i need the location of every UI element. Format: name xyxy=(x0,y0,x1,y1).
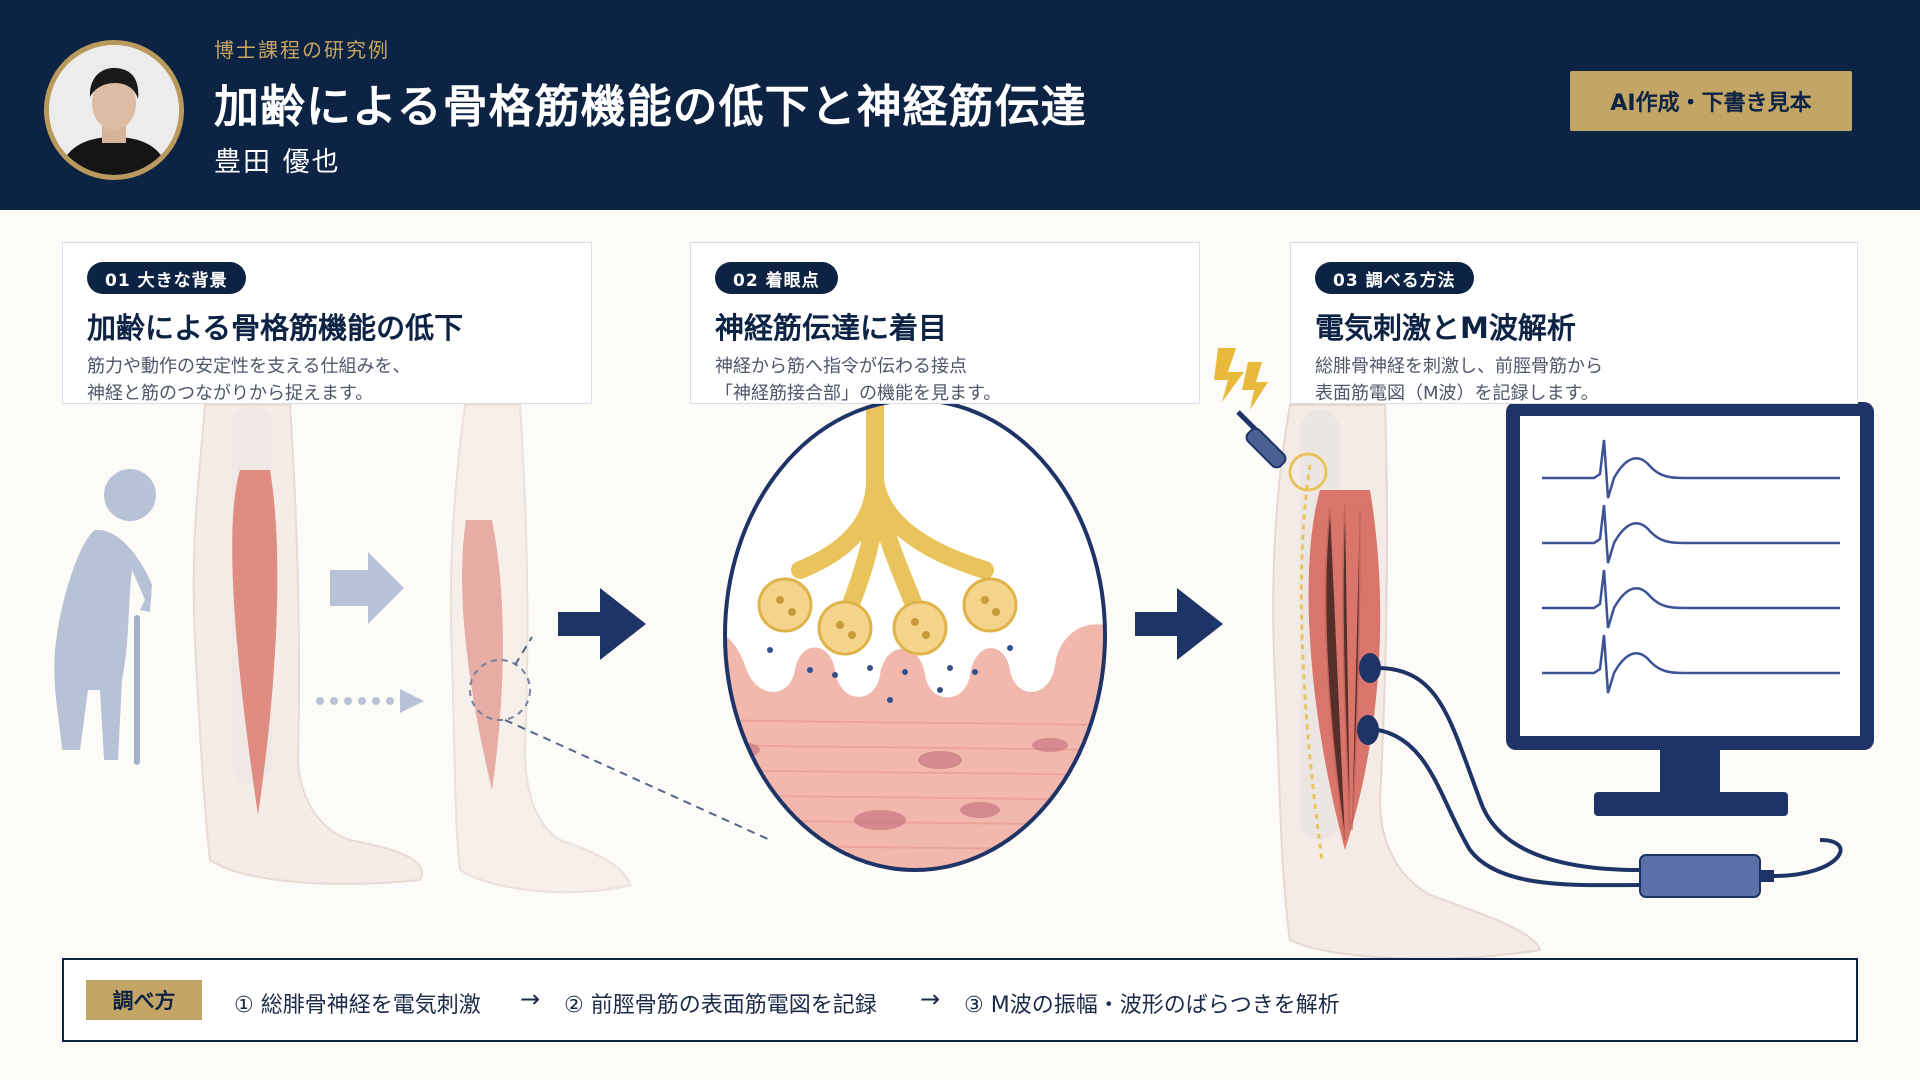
card-focus: 02 着眼点 神経筋伝達に着目 神経から筋へ指令が伝わる接点 「神経筋接合部」の… xyxy=(690,242,1200,404)
card-title-focus: 神経筋伝達に着目 xyxy=(715,311,948,345)
dotted-arrow-icon xyxy=(316,689,424,713)
ai-draft-badge: AI作成・下書き見本 xyxy=(1570,71,1852,131)
card-tag-method: 03 調べる方法 xyxy=(1315,262,1474,294)
card-title-background: 加齢による骨格筋機能の低下 xyxy=(87,311,464,345)
header-subtitle: 博士課程の研究例 xyxy=(214,38,390,62)
leg-illustration-3 xyxy=(1272,404,1542,960)
method-arrow-2: → xyxy=(920,985,941,1013)
card-desc-method: 総腓骨神経を刺激し、前脛骨筋から 表面筋電図（M波）を記録します。 xyxy=(1315,356,1603,404)
author-name: 豊田 優也 xyxy=(214,147,341,178)
card-title-method: 電気刺激とM波解析 xyxy=(1315,311,1576,345)
method-step-2: ② 前脛骨筋の表面筋電図を記録 xyxy=(564,993,877,1018)
leg-illustration-2 xyxy=(449,404,771,894)
method-summary-bar: 調べ方 ① 総腓骨神経を電気刺激 → ② 前脛骨筋の表面筋電図を記録 → ③ M… xyxy=(62,958,1858,1042)
card-desc-focus: 神経から筋へ指令が伝わる接点 「神経筋接合部」の機能を見ます。 xyxy=(715,356,1002,404)
method-arrow-1: → xyxy=(520,985,541,1013)
electrode-icon xyxy=(1236,410,1287,469)
arrow-right-icon xyxy=(330,552,404,624)
arrow-right-icon xyxy=(1135,588,1223,660)
lightning-icon xyxy=(1214,348,1268,410)
arrow-right-icon xyxy=(558,588,646,660)
avatar xyxy=(44,40,184,180)
card-desc-background: 筋力や動作の安定性を支える仕組みを、 神経と筋のつながりから捉えます。 xyxy=(87,356,411,404)
leg-illustration-1 xyxy=(192,404,423,885)
card-tag-background: 01 大きな背景 xyxy=(87,262,246,294)
card-background: 01 大きな背景 加齢による骨格筋機能の低下 筋力や動作の安定性を支える仕組みを… xyxy=(62,242,592,404)
monitor-icon xyxy=(1506,402,1874,816)
person-portrait-icon xyxy=(49,45,179,175)
method-label: 調べ方 xyxy=(86,980,202,1020)
method-step-3: ③ M波の振幅・波形のばらつきを解析 xyxy=(964,993,1340,1018)
recording-electrodes xyxy=(1357,653,1843,898)
page-title: 加齢による骨格筋機能の低下と神経筋伝達 xyxy=(214,80,1087,133)
card-method: 03 調べる方法 電気刺激とM波解析 総腓骨神経を刺激し、前脛骨筋から 表面筋電… xyxy=(1290,242,1858,404)
card-tag-focus: 02 着眼点 xyxy=(715,262,838,294)
elderly-person-icon xyxy=(54,469,156,765)
method-step-1: ① 総腓骨神経を電気刺激 xyxy=(234,993,481,1018)
header-banner: 博士課程の研究例 加齢による骨格筋機能の低下と神経筋伝達 豊田 優也 AI作成・… xyxy=(0,0,1920,210)
